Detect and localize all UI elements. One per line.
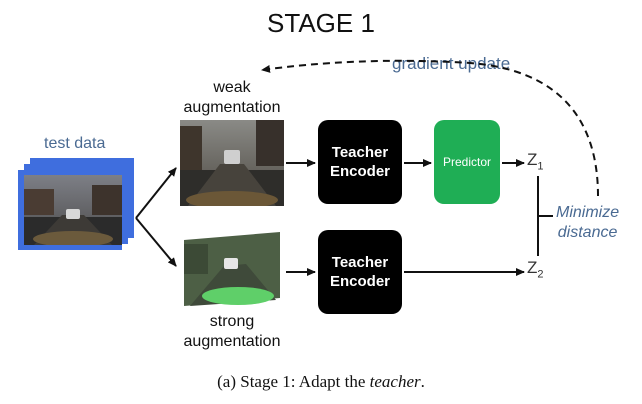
minimize-distance-label: Minimize distance: [556, 203, 619, 243]
arrow-to-weak: [135, 167, 177, 219]
weak-label-line1: weak: [213, 79, 251, 96]
weak-label-line2: augmentation: [183, 99, 281, 116]
z1-base: Z: [527, 150, 538, 169]
strong-augmentation-label: strong augmentation: [172, 312, 292, 352]
encoder-top-line1: Teacher: [331, 144, 389, 161]
encoder-top-line2: Encoder: [329, 163, 390, 180]
z2-base: Z: [527, 258, 538, 277]
gradient-update-label: gradient update: [392, 54, 511, 73]
encoder-bottom-line2: Encoder: [329, 273, 390, 290]
z2-sub: 2: [537, 268, 544, 281]
test-data-image: [24, 175, 122, 245]
caption-emphasis: teacher: [369, 372, 421, 391]
strong-augmented-image: [180, 230, 284, 306]
z1-sub: 1: [537, 160, 544, 173]
minimize-line2: distance: [557, 224, 618, 241]
caption-prefix: (a) Stage 1: Adapt the: [217, 372, 370, 391]
test-data-label: test data: [44, 135, 106, 152]
figure-caption: (a) Stage 1: Adapt the teacher.: [0, 372, 642, 392]
weak-augmented-image: [180, 120, 284, 206]
encoder-bottom-line1: Teacher: [331, 254, 389, 271]
caption-suffix: .: [420, 372, 425, 391]
stage-title: STAGE 1: [267, 8, 375, 38]
predictor-label: Predictor: [442, 155, 492, 169]
z2-label: Z2: [527, 258, 544, 280]
weak-augmentation-label: weak augmentation: [180, 78, 284, 118]
minimize-line1: Minimize: [556, 204, 620, 221]
arrow-to-strong: [135, 217, 177, 267]
predictor-box: Predictor: [434, 120, 500, 204]
strong-label-line1: strong: [209, 313, 255, 330]
teacher-encoder-bottom: Teacher Encoder: [318, 230, 402, 314]
strong-label-line2: augmentation: [183, 333, 281, 350]
z1-label: Z1: [527, 150, 544, 172]
gradient-update-arrow: [261, 59, 599, 197]
teacher-encoder-top: Teacher Encoder: [318, 120, 402, 204]
